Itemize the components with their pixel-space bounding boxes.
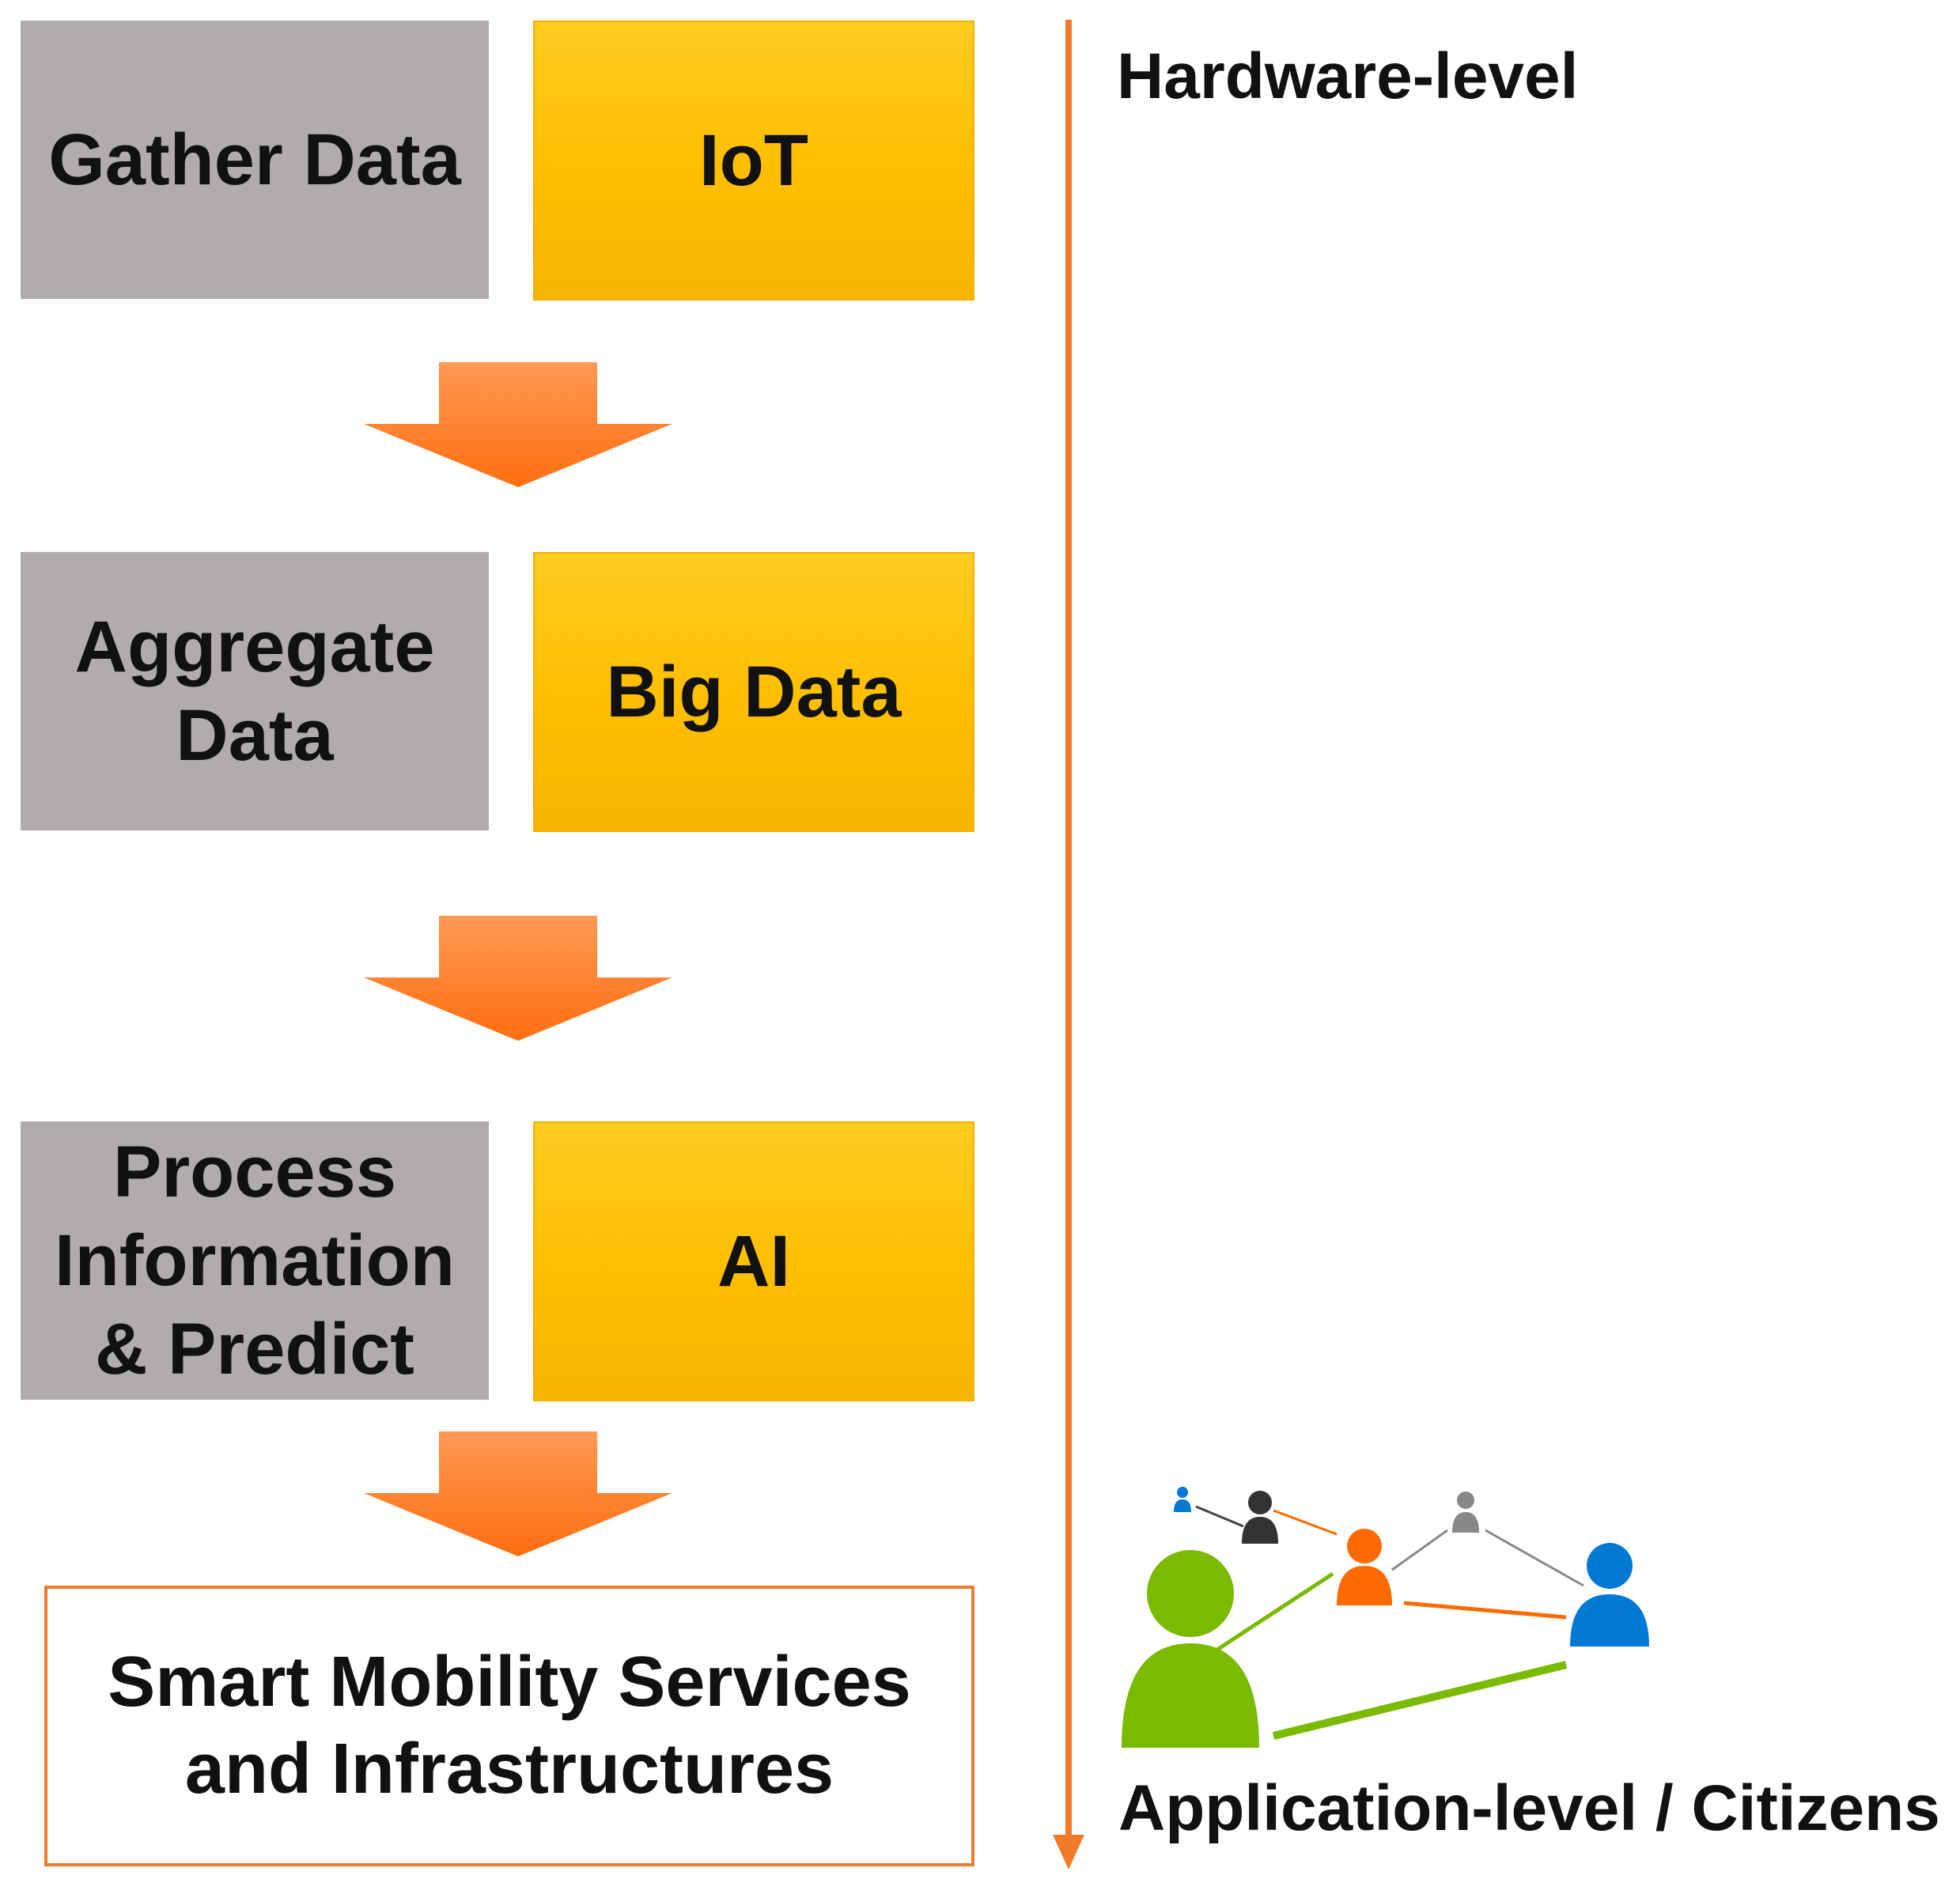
person-gray [1452,1492,1479,1533]
tech-iot: IoT [533,21,974,301]
application-level-label: Application-level / Citizens [1118,1772,1940,1844]
level-axis-line [1065,20,1072,1847]
tech-ai: AI [533,1121,974,1401]
person-black [1242,1491,1278,1544]
tech-label: IoT [699,119,808,201]
tech-label: AI [717,1220,790,1302]
step-gather-data: Gather Data [21,21,489,299]
step-aggregate-data: Aggregate Data [21,552,489,830]
result-label: Smart Mobility Services and Infrastructu… [108,1642,911,1809]
result-smart-mobility: Smart Mobility Services and Infrastructu… [44,1586,974,1866]
arrow-down-icon [364,1431,672,1556]
step-label: Aggregate Data [74,606,435,776]
step-label: Gather Data [48,119,461,200]
person-green [1122,1550,1259,1748]
arrow-down-icon [364,916,672,1041]
person-blue [1570,1543,1649,1647]
person-blue-small [1174,1487,1191,1512]
step-label: Process Information & Predict [55,1131,455,1390]
arrow-down-icon [364,362,672,487]
hardware-level-label: Hardware-level [1117,40,1579,112]
person-orange [1337,1529,1392,1605]
step-process-information-predict: Process Information & Predict [21,1121,489,1400]
tech-label: Big Data [606,651,902,732]
people-network-icon [1122,1487,1649,1748]
level-axis-arrowhead [1053,1835,1084,1870]
tech-big-data: Big Data [533,552,974,832]
